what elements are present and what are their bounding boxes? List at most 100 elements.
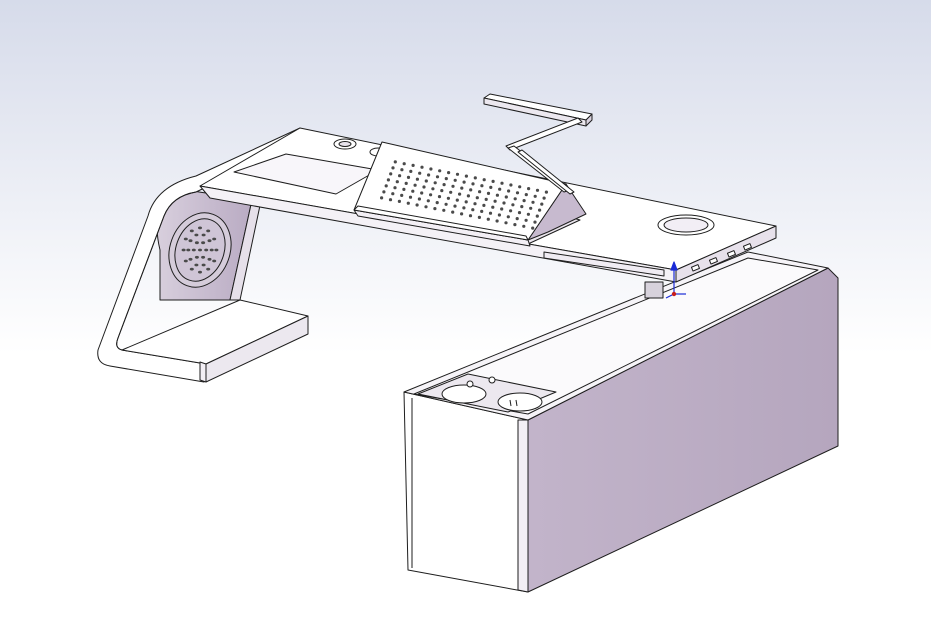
lamp-arm-lower-2: [517, 149, 575, 195]
speaker-hole: [186, 248, 191, 252]
lamp-head-end: [585, 113, 593, 127]
perforation-hole: [453, 204, 457, 208]
cabinet-front-face: [403, 391, 529, 593]
cup-holder-right[interactable]: [497, 392, 543, 412]
perforation-hole: [409, 169, 413, 173]
perforation-hole: [524, 193, 528, 197]
perforation-hole: [395, 180, 399, 184]
perforation-hole: [400, 193, 404, 197]
perforation-hole: [540, 202, 544, 206]
perforation-hole: [438, 169, 442, 173]
perforation-hole: [418, 171, 422, 175]
desk-body[interactable]: [97, 93, 777, 383]
perforation-hole: [507, 189, 511, 193]
speaker-hole: [209, 248, 214, 252]
perforation-hole: [518, 185, 522, 189]
speaker-hole: [201, 241, 206, 245]
perforation-hole: [386, 178, 390, 182]
perforation-hole: [397, 199, 401, 203]
speaker-hole: [206, 229, 211, 233]
perforation-hole: [513, 223, 517, 227]
perforation-hole: [429, 193, 433, 197]
laptop-stand[interactable]: [353, 141, 587, 247]
perforation-hole: [531, 226, 535, 230]
perforation-hole: [468, 214, 473, 218]
perforation-hole: [484, 197, 488, 201]
perforation-hole: [447, 171, 451, 175]
perforation-hole: [466, 194, 470, 198]
perforation-hole: [511, 203, 515, 207]
perforation-hole: [500, 181, 504, 185]
perforation-hole: [531, 200, 535, 204]
perforation-hole: [538, 208, 542, 212]
perforation-hole: [498, 187, 502, 191]
perforation-hole: [491, 205, 495, 209]
perforation-hole: [391, 192, 395, 196]
perforation-hole: [440, 189, 444, 193]
desk-top-right-end: [675, 225, 777, 283]
speaker-hole: [189, 229, 194, 233]
perforation-hole: [509, 183, 513, 187]
perforation-hole: [513, 197, 517, 201]
perforation-hole: [444, 202, 448, 206]
perforation-hole: [471, 182, 475, 186]
perforation-hole: [442, 183, 446, 187]
perforation-hole: [515, 191, 520, 195]
perforation-hole: [482, 178, 486, 182]
perforation-hole: [515, 217, 519, 221]
perforation-hole: [517, 211, 522, 215]
perforation-hole: [393, 160, 397, 164]
perforation-hole: [446, 196, 450, 200]
perforation-hole: [535, 214, 539, 218]
perforation-hole: [424, 205, 428, 209]
perforation-hole: [453, 178, 457, 182]
return-cabinet[interactable]: [403, 251, 839, 593]
front-drawer-slot[interactable]: [543, 251, 665, 277]
perforation-hole: [469, 188, 473, 192]
usb-ports[interactable]: [690, 243, 752, 272]
perforation-hole: [471, 208, 475, 212]
perforation-hole: [544, 190, 549, 194]
perforation-hole: [529, 206, 533, 210]
perforation-hole: [426, 199, 430, 203]
perforation-hole: [500, 207, 504, 211]
speaker-hole: [212, 259, 217, 263]
perforation-hole: [411, 163, 415, 167]
perforation-hole: [497, 213, 501, 217]
perforation-hole: [435, 201, 439, 205]
speaker-hole: [207, 257, 212, 261]
perforation-hole: [522, 224, 526, 228]
perforation-hole: [393, 186, 397, 190]
perforation-hole: [435, 175, 440, 179]
desk-lamp[interactable]: [483, 93, 593, 195]
perforation-hole: [420, 191, 424, 195]
perforation-hole: [482, 203, 486, 207]
perforation-hole: [488, 211, 493, 215]
perforation-hole: [486, 191, 491, 195]
cup-holder-left[interactable]: [441, 384, 487, 404]
perforation-hole: [524, 218, 528, 222]
perforation-hole: [462, 206, 466, 210]
perforation-hole: [504, 195, 508, 199]
speaker-hole: [204, 248, 209, 252]
perforation-hole: [455, 172, 460, 176]
cabinet-corner-strip: [517, 419, 529, 593]
cup-holder-hole: [466, 380, 474, 388]
perforation-hole: [429, 167, 433, 171]
cup-holder-mark: [515, 399, 518, 407]
speaker-hole: [189, 267, 194, 271]
desk-arch-inner-curve: [116, 191, 197, 352]
perforation-hole: [460, 186, 464, 190]
perforation-hole: [404, 181, 408, 185]
perforation-hole: [464, 200, 468, 204]
desk-support-post: [644, 281, 664, 299]
perforation-hole: [398, 174, 402, 178]
perforation-hole: [526, 212, 531, 216]
speaker-hole: [206, 267, 211, 271]
speaker-hole: [198, 270, 202, 274]
speaker-hole: [191, 248, 196, 252]
perforation-hole: [480, 209, 484, 213]
perforation-hole: [382, 190, 386, 194]
